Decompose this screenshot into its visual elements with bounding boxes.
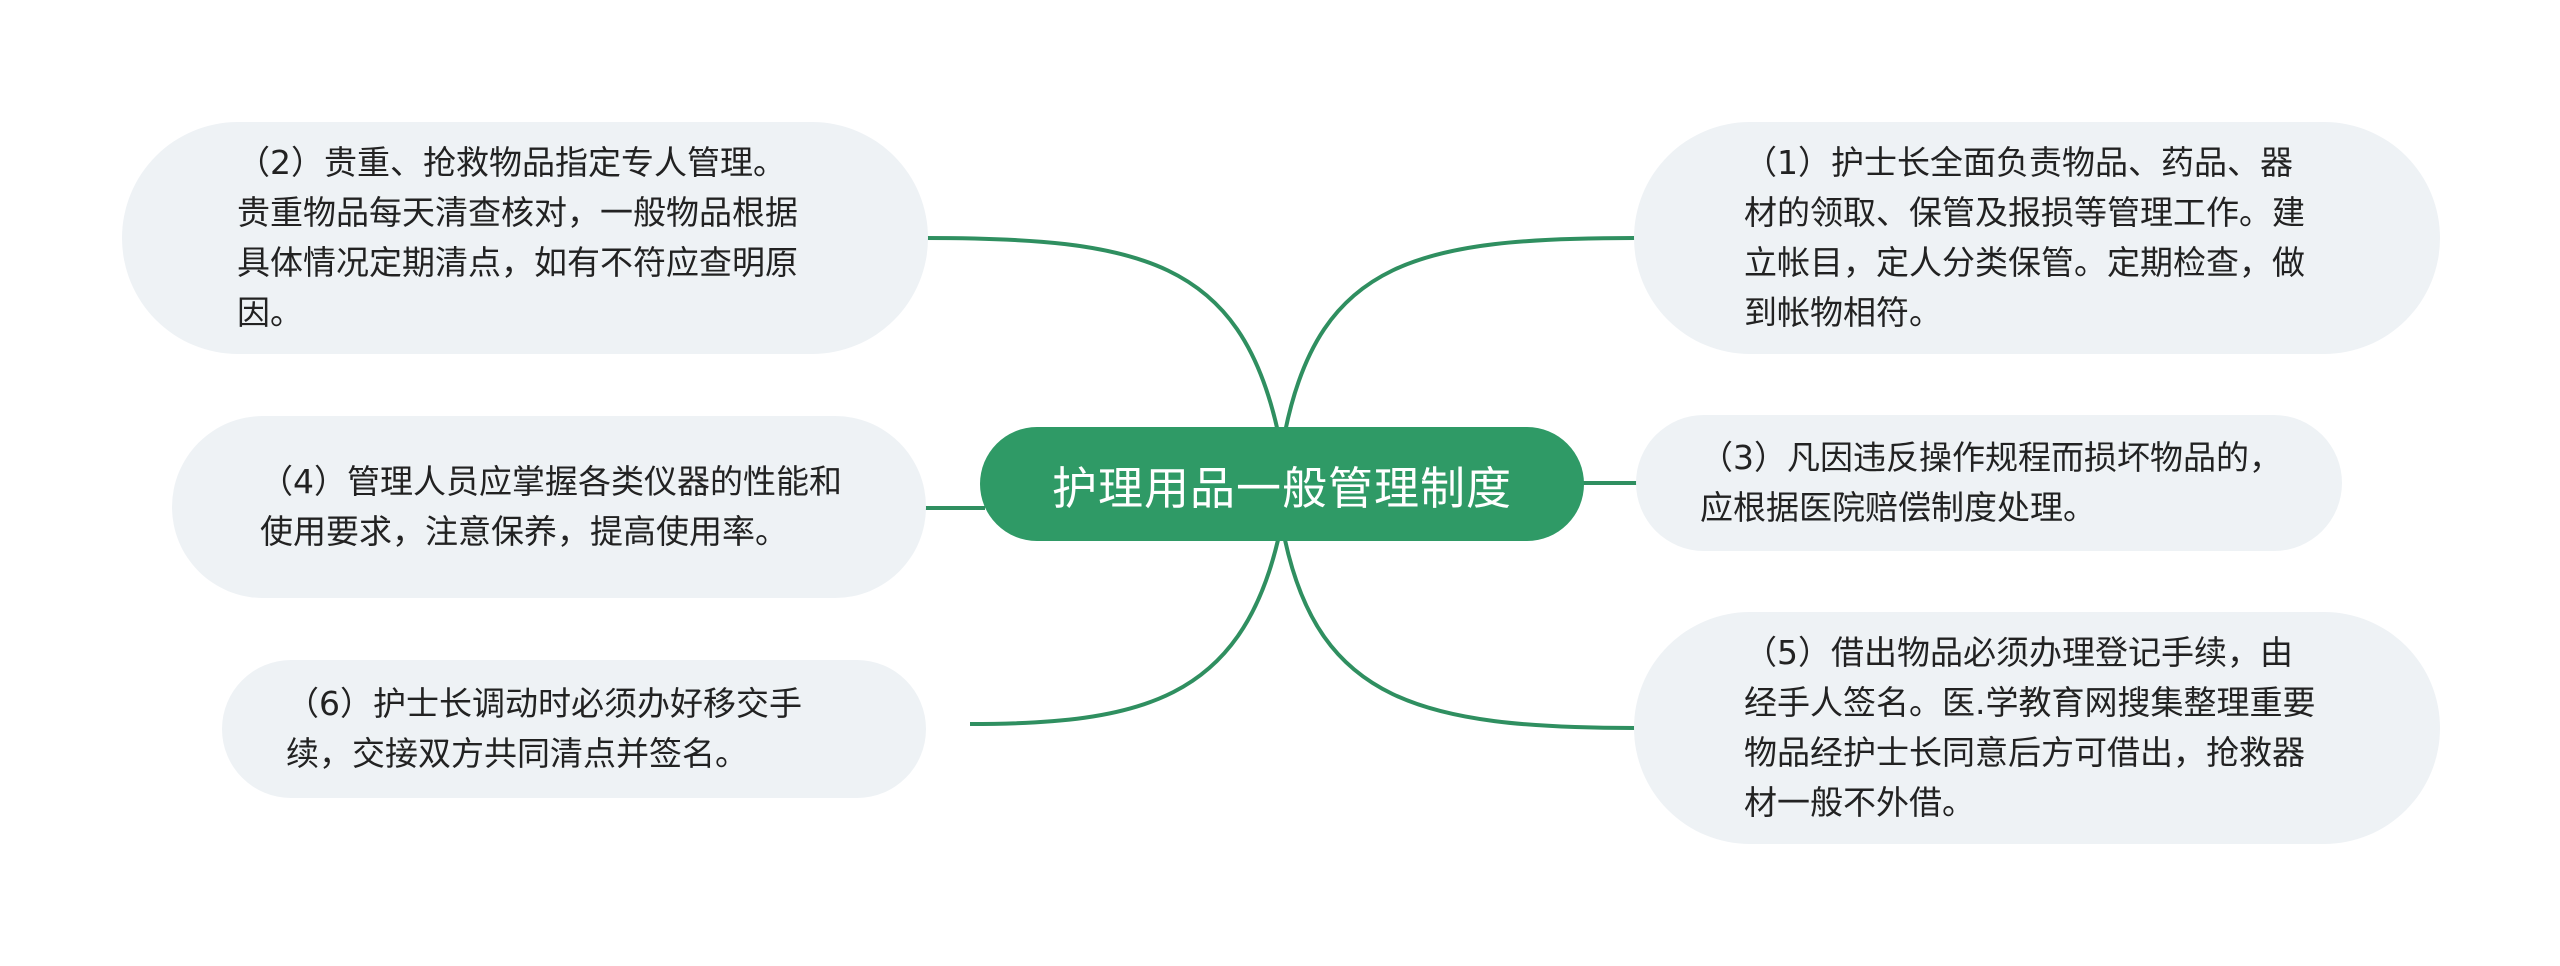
central-topic-label: 护理用品一般管理制度	[1051, 461, 1512, 515]
connector-n1	[1283, 236, 1636, 433]
topic-node-4[interactable]: （4）管理人员应掌握各类仪器的性能和使用要求，注意保养，提高使用率。	[172, 416, 926, 598]
topic-node-1[interactable]: （1）护士长全面负责物品、药品、器材的领取、保管及报损等管理工作。建立帐目，定人…	[1634, 122, 2440, 354]
connector-n6	[969, 539, 1280, 726]
topic-node-5-text: （5）借出物品必须办理登记手续，由经手人签名。医.学教育网搜集整理重要物品经护士…	[1744, 633, 2316, 822]
topic-node-3-text: （3）凡因违反操作规程而损坏物品的，应根据医院赔偿制度处理。	[1700, 438, 2282, 527]
central-topic[interactable]: 护理用品一般管理制度	[980, 427, 1584, 541]
topic-node-2[interactable]: （2）贵重、抢救物品指定专人管理。贵重物品每天清查核对，一般物品根据具体情况定期…	[122, 122, 928, 354]
topic-node-2-text: （2）贵重、抢救物品指定专人管理。贵重物品每天清查核对，一般物品根据具体情况定期…	[237, 143, 798, 332]
topic-node-3[interactable]: （3）凡因违反操作规程而损坏物品的，应根据医院赔偿制度处理。	[1636, 415, 2342, 551]
connector-n2	[924, 236, 1280, 433]
topic-node-4-text: （4）管理人员应掌握各类仪器的性能和使用要求，注意保养，提高使用率。	[260, 462, 842, 551]
topic-node-1-text: （1）护士长全面负责物品、药品、器材的领取、保管及报损等管理工作。建立帐目，定人…	[1744, 143, 2305, 332]
topic-node-6-text: （6）护士长调动时必须办好移交手续，交接双方共同清点并签名。	[286, 684, 802, 773]
connector-n5	[1283, 539, 1636, 730]
topic-node-6[interactable]: （6）护士长调动时必须办好移交手续，交接双方共同清点并签名。	[222, 660, 926, 798]
topic-node-5[interactable]: （5）借出物品必须办理登记手续，由经手人签名。医.学教育网搜集整理重要物品经护士…	[1634, 612, 2440, 844]
